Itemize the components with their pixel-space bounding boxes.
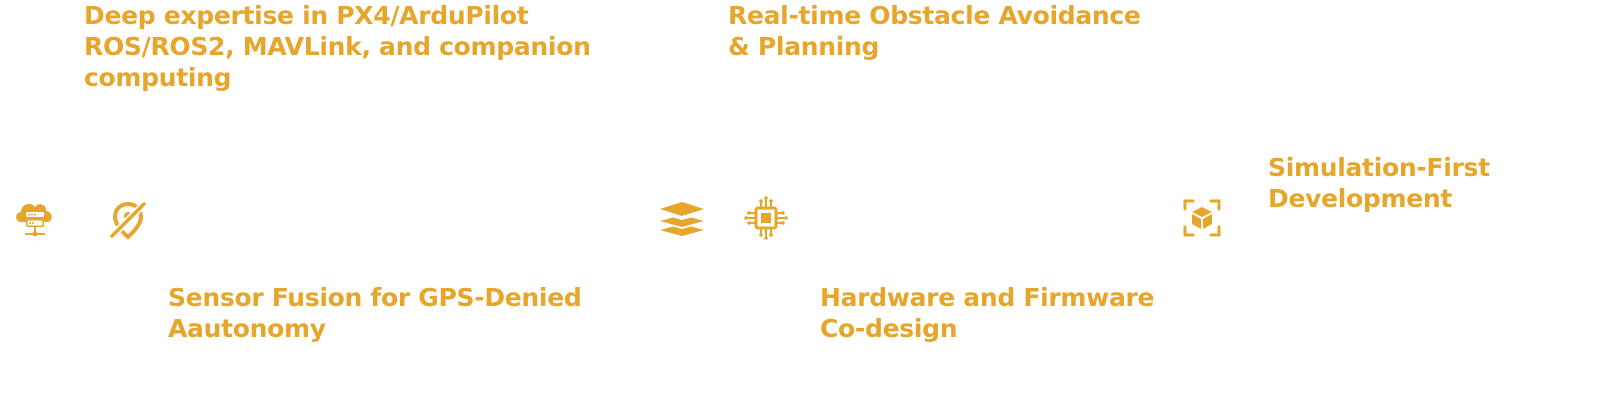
feature-hardware-line-1: Hardware and Firmware [820, 283, 1155, 312]
feature-sensor-line-1: Sensor Fusion for GPS-Denied [168, 283, 582, 312]
feature-expertise-line-3: computing [84, 63, 232, 92]
feature-simulation-line-1: Simulation-First [1268, 153, 1490, 182]
feature-sensor-fusion: Sensor Fusion for GPS-Denied Aautonomy [168, 282, 582, 344]
feature-obstacle-line-2: & Planning [728, 32, 880, 61]
cloud-server-icon [12, 198, 56, 242]
feature-expertise-line-1: Deep expertise in PX4/ArduPilot [84, 1, 529, 30]
chip-icon [742, 194, 790, 242]
feature-obstacle-line-1: Real-time Obstacle Avoidance [728, 1, 1141, 30]
cube-scan-icon [1182, 198, 1222, 238]
layers-icon [658, 200, 706, 238]
feature-expertise: Deep expertise in PX4/ArduPilot ROS/ROS2… [84, 0, 591, 93]
location-off-icon [108, 200, 148, 240]
feature-simulation-line-2: Development [1268, 184, 1453, 213]
feature-hardware: Hardware and Firmware Co-design [820, 282, 1155, 344]
feature-simulation: Simulation-First Development [1268, 152, 1490, 214]
feature-expertise-line-2: ROS/ROS2, MAVLink, and companion [84, 32, 591, 61]
feature-hardware-line-2: Co-design [820, 314, 958, 343]
feature-obstacle-avoidance: Real-time Obstacle Avoidance & Planning [728, 0, 1141, 62]
feature-sensor-line-2: Aautonomy [168, 314, 326, 343]
